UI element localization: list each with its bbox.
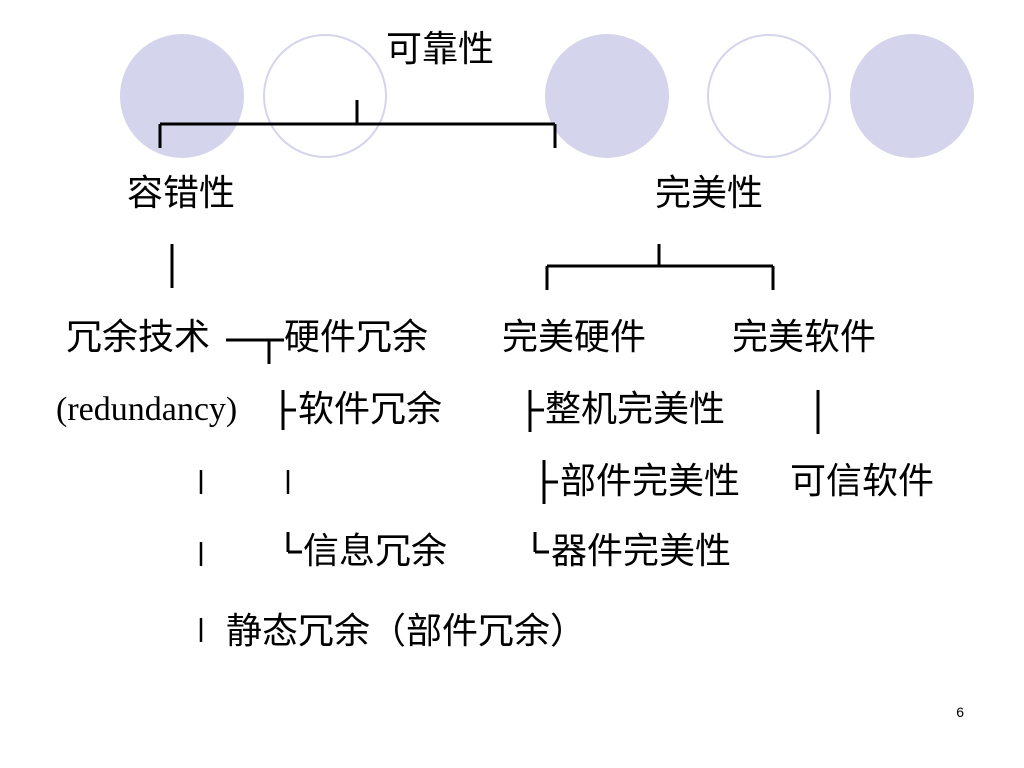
node-hardware-redundancy: 硬件冗余 (284, 317, 429, 358)
node-trusted-software: 可信软件 (790, 461, 935, 502)
node-perfect-software: 完美软件 (732, 317, 877, 358)
node-software-redundancy: 软件冗余 (298, 389, 443, 430)
node-perfection: 完美性 (655, 173, 764, 214)
node-information-redundancy: 信息冗余 (303, 531, 448, 572)
page-number: 6 (956, 704, 964, 720)
node-reliability: 可靠性 (386, 29, 495, 70)
decor-circle-4 (707, 34, 831, 158)
decor-circle-2 (263, 34, 387, 158)
node-device-perfection: 器件完美性 (551, 531, 732, 572)
node-static-redundancy: 静态冗余（部件冗余） (226, 611, 587, 652)
node-fault-tolerance: 容错性 (127, 173, 236, 214)
decor-circle-3 (545, 34, 669, 158)
node-redundancy-en: (redundancy) (56, 391, 238, 428)
decor-circle-1 (120, 34, 244, 158)
node-perfect-hardware: 完美硬件 (502, 317, 647, 358)
node-component-perfection: 部件完美性 (560, 461, 741, 502)
node-machine-perfection: 整机完美性 (545, 389, 726, 430)
decor-circle-5 (850, 34, 974, 158)
node-redundancy-tech: 冗余技术 (66, 317, 211, 358)
